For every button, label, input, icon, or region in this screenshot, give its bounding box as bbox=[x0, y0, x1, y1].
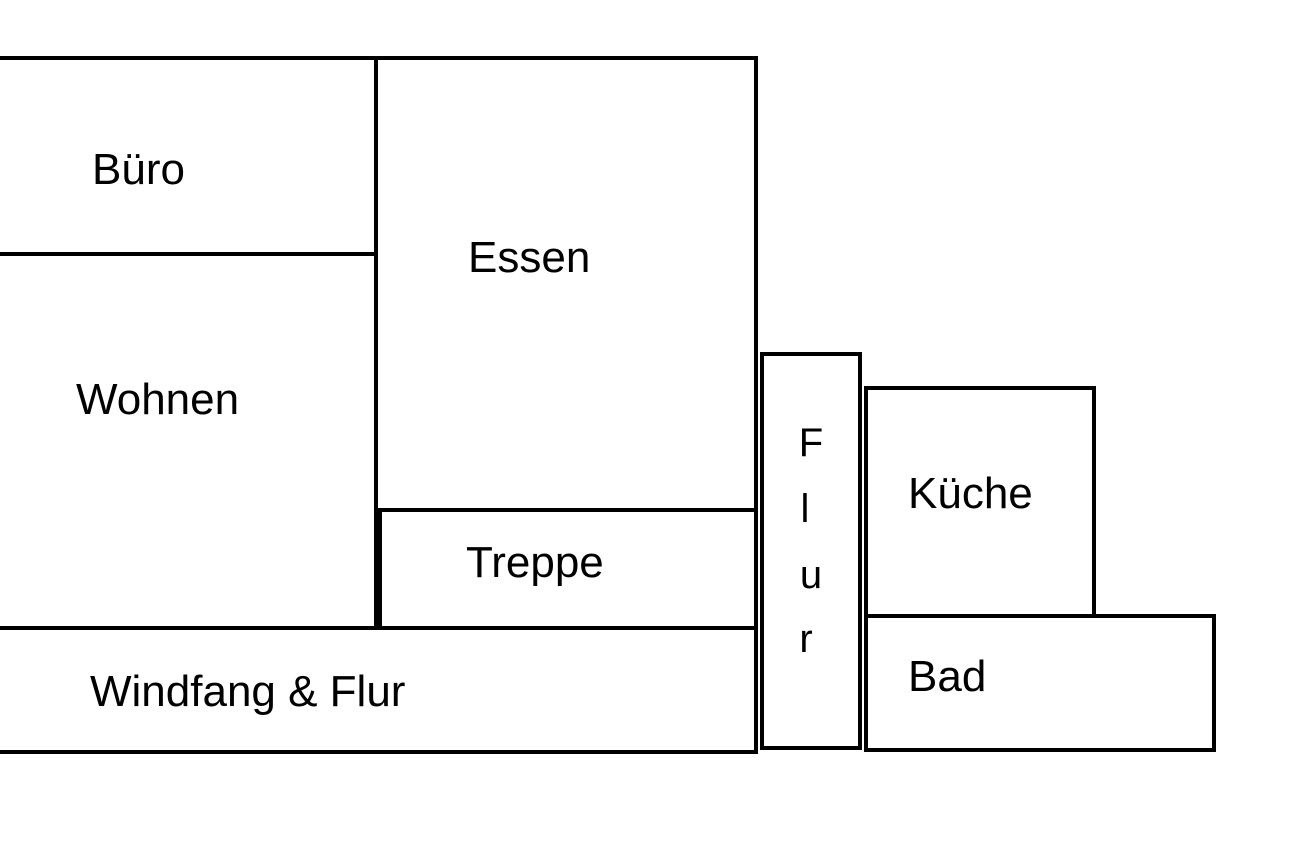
room-flur: F l u r bbox=[760, 352, 862, 750]
room-wohnen-outline bbox=[0, 252, 378, 632]
room-windfang-flur: Windfang & Flur bbox=[0, 626, 758, 754]
room-buero-label: Büro bbox=[92, 145, 185, 194]
room-treppe-label: Treppe bbox=[466, 538, 604, 587]
room-bad-label: Bad bbox=[908, 652, 986, 701]
room-treppe-outline bbox=[378, 508, 758, 630]
room-flur-outline bbox=[760, 352, 862, 750]
room-buero: Büro bbox=[0, 56, 378, 256]
room-treppe: Treppe bbox=[378, 508, 758, 630]
flur-letter-u: u bbox=[800, 553, 822, 597]
room-bad-outline bbox=[864, 614, 1216, 752]
room-kueche-label: Küche bbox=[908, 469, 1033, 518]
room-kueche: Küche bbox=[864, 386, 1096, 618]
room-windfang-flur-outline bbox=[0, 626, 758, 754]
flur-letter-r: r bbox=[799, 617, 812, 661]
room-wohnen-label: Wohnen bbox=[76, 375, 239, 424]
flur-letter-f: F bbox=[799, 421, 823, 465]
room-windfang-flur-label: Windfang & Flur bbox=[90, 667, 405, 716]
room-essen-label: Essen bbox=[468, 233, 590, 282]
room-essen: Essen bbox=[374, 56, 758, 512]
room-bad: Bad bbox=[864, 614, 1216, 752]
room-wohnen: Wohnen bbox=[0, 252, 378, 632]
room-essen-outline bbox=[374, 56, 758, 512]
flur-letter-l: l bbox=[801, 487, 810, 531]
room-buero-outline bbox=[0, 56, 378, 256]
